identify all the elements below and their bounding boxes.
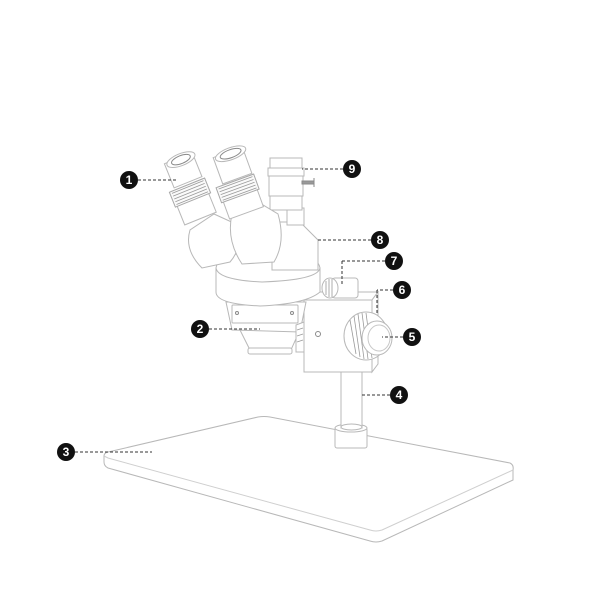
- callout-8: 8: [316, 231, 389, 249]
- marker-circle: [371, 231, 389, 249]
- objective-lens: [225, 301, 307, 355]
- marker-label: 5: [409, 330, 416, 344]
- callout-1: 1: [120, 171, 178, 189]
- marker-circle: [343, 160, 361, 178]
- right-eyepiece: [212, 145, 282, 265]
- pillar: [340, 367, 363, 431]
- callout-3: 3: [57, 443, 152, 461]
- locking-knob: [321, 277, 359, 299]
- marker-label: 4: [396, 388, 403, 402]
- callout-9: 9: [302, 160, 361, 178]
- marker-circle: [403, 328, 421, 346]
- trinocular-head: [271, 207, 319, 271]
- marker-label: 1: [126, 173, 133, 187]
- marker-circle: [120, 171, 138, 189]
- marker-circle: [393, 281, 411, 299]
- callout-7: 7: [341, 252, 403, 284]
- marker-circle: [385, 252, 403, 270]
- marker-circle: [191, 320, 209, 338]
- callout-4: 4: [360, 386, 408, 404]
- marker-label: 2: [197, 322, 204, 336]
- callout-2: 2: [191, 320, 260, 338]
- marker-label: 8: [377, 233, 384, 247]
- callouts: 1 2 3 4 5 6 78 9: [57, 160, 421, 461]
- callout-5: 5: [382, 328, 421, 346]
- marker-circle: [57, 443, 75, 461]
- base-plate: [103, 416, 514, 543]
- marker-label: 3: [63, 445, 70, 459]
- marker-circle: [390, 386, 408, 404]
- camera-adapter: [267, 157, 315, 211]
- marker-label: 6: [399, 283, 406, 297]
- marker-label: 9: [349, 162, 356, 176]
- callout-6: 6: [376, 281, 411, 314]
- marker-label: 7: [391, 254, 398, 268]
- focus-knob: [343, 311, 393, 361]
